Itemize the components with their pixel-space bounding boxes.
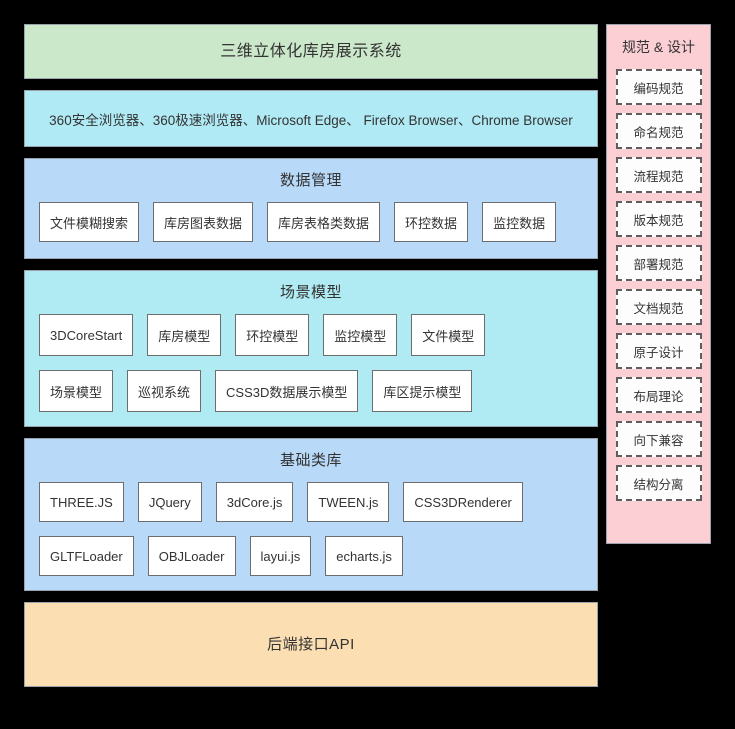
main-column: 三维立体化库房展示系统 360安全浏览器、360极速浏览器、Microsoft … xyxy=(24,24,598,705)
spec-design-panel: 规范 & 设计 编码规范 命名规范 流程规范 版本规范 部署规范 文档规范 原子… xyxy=(606,24,711,544)
scene-model-item[interactable]: CSS3D数据展示模型 xyxy=(215,370,359,412)
scene-model-row-1: 3DCoreStart 库房模型 环控模型 监控模型 文件模型 xyxy=(25,314,597,356)
base-library-row-1: THREE.JS JQuery 3dCore.js TWEEN.js CSS3D… xyxy=(25,482,597,522)
spec-item[interactable]: 向下兼容 xyxy=(615,421,702,457)
spec-item[interactable]: 流程规范 xyxy=(615,157,702,193)
spec-item[interactable]: 编码规范 xyxy=(615,69,702,105)
spec-item[interactable]: 版本规范 xyxy=(615,201,702,237)
base-library-item[interactable]: OBJLoader xyxy=(147,536,236,576)
spec-item[interactable]: 部署规范 xyxy=(615,245,702,281)
system-title-banner: 三维立体化库房展示系统 xyxy=(24,24,598,79)
base-library-row-2: GLTFLoader OBJLoader layui.js echarts.js xyxy=(25,536,597,576)
spec-item[interactable]: 结构分离 xyxy=(615,465,702,501)
spec-item[interactable]: 文档规范 xyxy=(615,289,702,325)
scene-model-item[interactable]: 库房模型 xyxy=(147,314,222,356)
scene-model-item[interactable]: 场景模型 xyxy=(39,370,114,412)
data-management-item[interactable]: 文件模糊搜索 xyxy=(39,202,140,242)
base-library-title: 基础类库 xyxy=(279,452,342,469)
base-library-item[interactable]: TWEEN.js xyxy=(307,482,390,522)
data-management-title: 数据管理 xyxy=(279,172,342,189)
scene-model-item[interactable]: 环控模型 xyxy=(235,314,310,356)
scene-model-item[interactable]: 巡视系统 xyxy=(127,370,202,412)
spec-item[interactable]: 命名规范 xyxy=(615,113,702,149)
data-management-item[interactable]: 库房表格类数据 xyxy=(267,202,381,242)
data-management-row: 文件模糊搜索 库房图表数据 库房表格类数据 环控数据 监控数据 xyxy=(25,202,597,242)
base-library-item[interactable]: layui.js xyxy=(249,536,312,576)
backend-api-band: 后端接口API xyxy=(24,602,598,687)
base-library-item[interactable]: CSS3DRenderer xyxy=(403,482,523,522)
data-management-item[interactable]: 监控数据 xyxy=(482,202,557,242)
base-library-item[interactable]: GLTFLoader xyxy=(39,536,134,576)
scene-model-item[interactable]: 监控模型 xyxy=(323,314,398,356)
system-title: 三维立体化库房展示系统 xyxy=(220,42,402,60)
browser-support-list: 360安全浏览器、360极速浏览器、Microsoft Edge、 Firefo… xyxy=(49,112,573,128)
base-library-item[interactable]: THREE.JS xyxy=(39,482,124,522)
base-library-panel: 基础类库 THREE.JS JQuery 3dCore.js TWEEN.js … xyxy=(24,438,598,591)
scene-model-item[interactable]: 库区提示模型 xyxy=(372,370,473,412)
backend-api-title: 后端接口API xyxy=(267,636,355,653)
spec-item[interactable]: 布局理论 xyxy=(615,377,702,413)
data-management-item[interactable]: 库房图表数据 xyxy=(153,202,254,242)
base-library-item[interactable]: JQuery xyxy=(137,482,202,522)
spec-design-title: 规范 & 设计 xyxy=(621,39,696,55)
data-management-panel: 数据管理 文件模糊搜索 库房图表数据 库房表格类数据 环控数据 监控数据 xyxy=(24,158,598,259)
base-library-item[interactable]: 3dCore.js xyxy=(215,482,294,522)
scene-model-item[interactable]: 3DCoreStart xyxy=(39,314,134,356)
scene-model-panel: 场景模型 3DCoreStart 库房模型 环控模型 监控模型 文件模型 场景模… xyxy=(24,270,598,427)
base-library-item[interactable]: echarts.js xyxy=(325,536,403,576)
scene-model-item[interactable]: 文件模型 xyxy=(411,314,486,356)
data-management-item[interactable]: 环控数据 xyxy=(394,202,469,242)
scene-model-row-2: 场景模型 巡视系统 CSS3D数据展示模型 库区提示模型 xyxy=(25,370,597,412)
browser-support-band: 360安全浏览器、360极速浏览器、Microsoft Edge、 Firefo… xyxy=(24,90,598,147)
scene-model-title: 场景模型 xyxy=(279,284,342,301)
spec-column: 规范 & 设计 编码规范 命名规范 流程规范 版本规范 部署规范 文档规范 原子… xyxy=(606,24,711,705)
spec-item[interactable]: 原子设计 xyxy=(615,333,702,369)
